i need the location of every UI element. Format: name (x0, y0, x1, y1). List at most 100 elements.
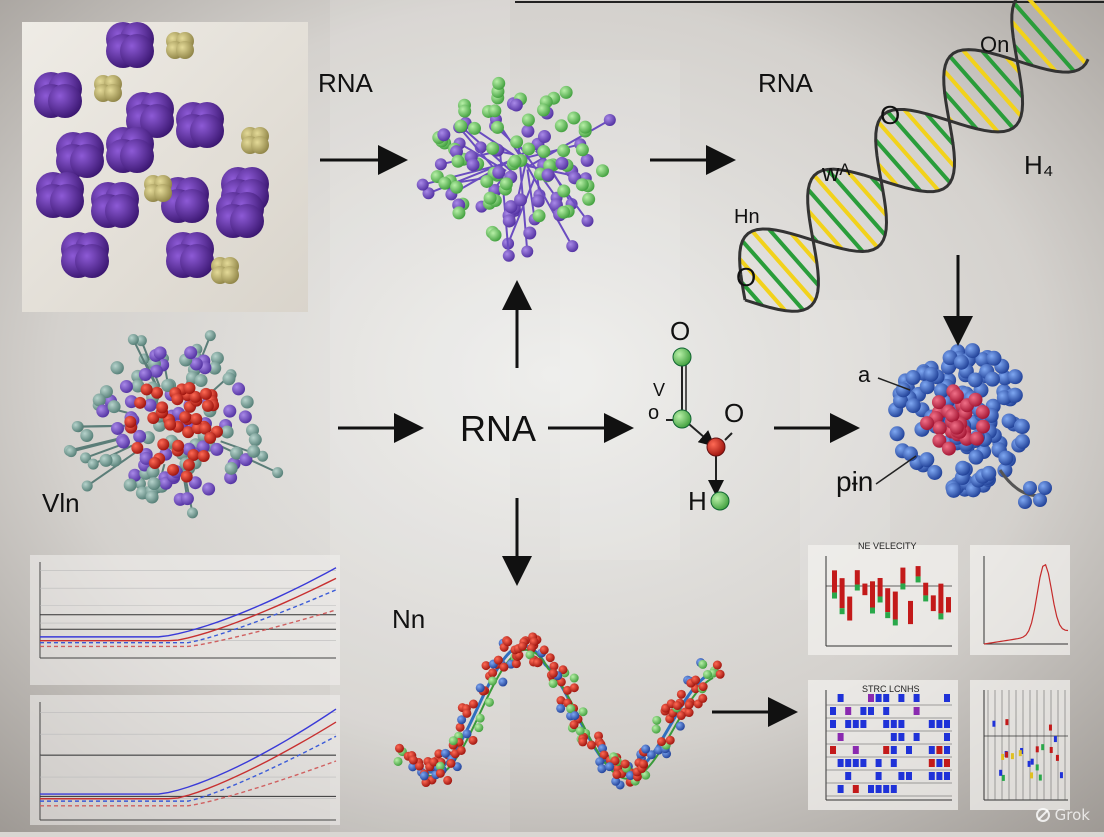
mini-bar-chart-title: NE VELECITY (858, 541, 917, 551)
grid-cell (944, 746, 950, 754)
blue-atom (890, 426, 905, 441)
rna-atom (540, 645, 549, 654)
blue-atom (998, 450, 1013, 465)
rna-atom (549, 679, 558, 688)
mini-bar-chart (808, 545, 958, 655)
mini-bar (916, 566, 921, 576)
label-helix-w: wᴬ (822, 160, 850, 188)
red-atom (131, 442, 143, 454)
grid-cell (883, 707, 889, 715)
rna-atom (503, 637, 512, 646)
mini-scatter-chart (970, 680, 1070, 810)
green-atom (480, 175, 493, 188)
blue-atom (969, 450, 984, 465)
grid-cell (860, 759, 866, 767)
scatter-mark (1036, 764, 1039, 770)
rna-atom (488, 668, 497, 677)
line-chart-top (30, 555, 340, 685)
blue-atom (968, 372, 983, 387)
molecule-cluster-purple-panel (22, 22, 308, 312)
scatter-mark (1002, 775, 1005, 781)
green-atom (438, 177, 451, 190)
red-atom (164, 419, 176, 431)
atom-green-bottom (711, 492, 729, 510)
grid-cell (914, 707, 920, 715)
grid-cell (891, 733, 897, 741)
rna-atom (641, 745, 650, 754)
grid-cell (906, 746, 912, 754)
rna-atom (578, 737, 587, 746)
teal-atom (232, 382, 245, 395)
rna-atom (441, 749, 450, 758)
rna-atom (420, 771, 429, 780)
red-atom (200, 388, 212, 400)
rna-atom (673, 701, 682, 710)
grid-cell (868, 785, 874, 793)
blue-atom (985, 372, 1000, 387)
teal-atom (222, 372, 235, 385)
gold-atom (221, 266, 239, 284)
rna-atom (597, 764, 606, 773)
purple-atom (120, 139, 154, 173)
crimson-atom (976, 420, 990, 434)
green-atom (576, 178, 589, 191)
grid-cell (883, 785, 889, 793)
green-atom (537, 103, 550, 116)
teal-atom (239, 410, 252, 423)
rna-atom (518, 642, 527, 651)
atom-red (707, 438, 725, 456)
scatter-mark (1028, 761, 1031, 767)
blue-atom (1033, 493, 1047, 507)
teal-atom (139, 368, 152, 381)
red-atom (190, 413, 202, 425)
rna-atom (482, 661, 491, 670)
teal-atom (148, 477, 161, 490)
blue-atom (906, 398, 921, 413)
grid-cell (830, 746, 836, 754)
label-mol-o-left: o (648, 402, 659, 425)
rna-atom (570, 711, 579, 720)
teal-atom (111, 361, 124, 374)
green-atom (522, 113, 535, 126)
teal-atom (66, 446, 77, 457)
grid-cell (944, 772, 950, 780)
mini-bar (946, 597, 951, 612)
teal-atom (195, 374, 208, 387)
rna-atom (621, 759, 630, 768)
scatter-mark (1049, 725, 1052, 731)
blue-atom (955, 461, 970, 476)
label-a: a (858, 362, 870, 388)
purple-atom (105, 194, 139, 228)
scatter-mark (1011, 753, 1014, 759)
mini-bar (908, 601, 913, 624)
label-mol-o-top: O (670, 316, 690, 347)
red-atom (183, 382, 195, 394)
blue-atom (1018, 495, 1032, 509)
green-atom (532, 195, 545, 208)
grid-cell (853, 746, 859, 754)
label-pin: pɨn (836, 466, 873, 498)
gold-atom (154, 184, 172, 202)
scatter-mark (1005, 752, 1008, 758)
rna-atom (488, 676, 497, 685)
teal-atom (124, 478, 137, 491)
grid-cell (876, 772, 882, 780)
green-atom (503, 214, 516, 227)
grid-cell (898, 720, 904, 728)
blue-atom (1008, 388, 1023, 403)
crimson-atom (950, 389, 964, 403)
rna-atom (462, 709, 471, 718)
green-atom (489, 228, 502, 241)
green-atom (450, 181, 463, 194)
rna-atom (652, 725, 661, 734)
rna-atom (476, 714, 485, 723)
violet-atom (503, 250, 515, 262)
green-atom (596, 164, 609, 177)
violet-atom (582, 215, 594, 227)
grid-cell (853, 785, 859, 793)
red-atom (172, 440, 184, 452)
grid-cell (936, 720, 942, 728)
grid-cell (838, 785, 844, 793)
teal-atom (249, 433, 262, 446)
rna-atom (395, 744, 404, 753)
